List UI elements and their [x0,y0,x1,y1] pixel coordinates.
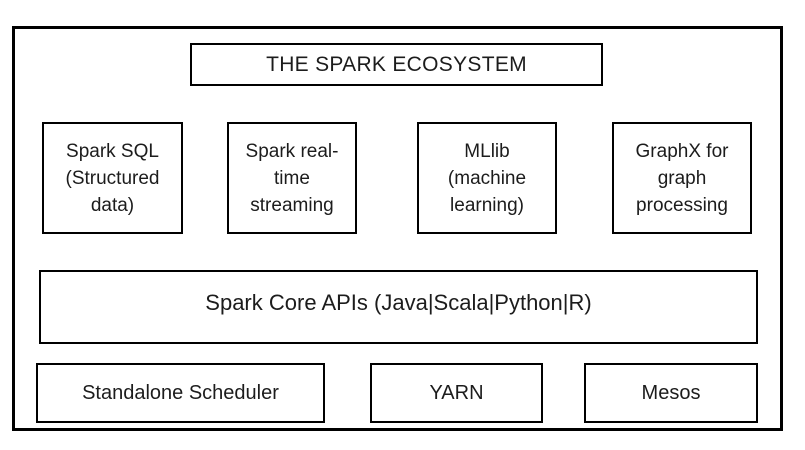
cluster-box-yarn: YARN [370,363,543,423]
component-box-graphx: GraphX for graph processing [612,122,752,234]
component-box-spark-streaming: Spark real- time streaming [227,122,357,234]
cluster-box-standalone-scheduler: Standalone Scheduler [36,363,325,423]
spark-core-apis-box: Spark Core APIs (Java|Scala|Python|R) [39,270,758,344]
cluster-box-mesos: Mesos [584,363,758,423]
component-box-spark-sql: Spark SQL (Structured data) [42,122,183,234]
diagram-title-box: THE SPARK ECOSYSTEM [190,43,603,86]
component-box-mllib: MLlib (machine learning) [417,122,557,234]
